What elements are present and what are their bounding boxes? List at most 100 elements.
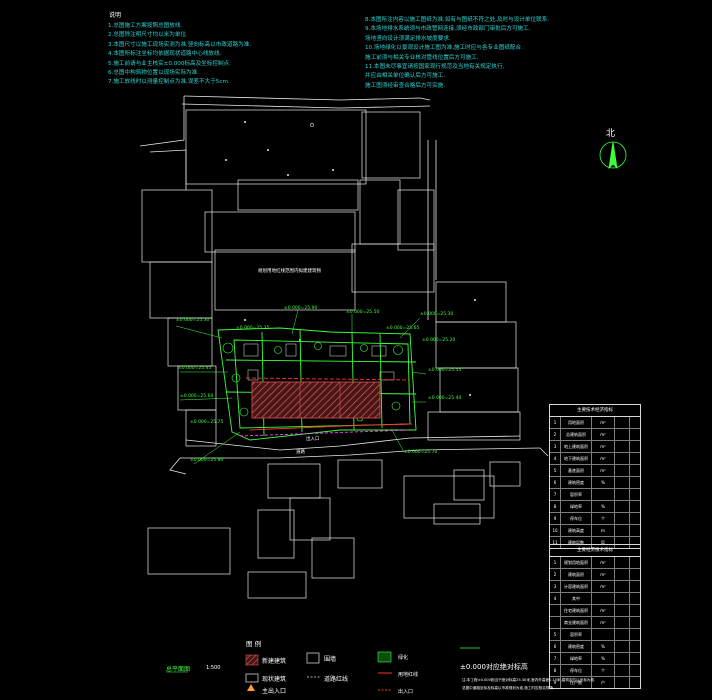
magenta-line [239,429,411,437]
table-cell: 计容建筑面积 [561,581,592,592]
table-cell: 建筑面积 [561,569,592,580]
road-line [139,96,185,147]
legend-title: 图 例 [246,640,262,648]
table-cell: 容积率 [561,629,592,640]
table-cell: % [592,501,615,512]
table-cell: 个 [592,665,615,676]
context-roads [139,95,549,475]
table-cell [630,429,640,440]
legend-swatches [166,647,480,691]
table-cell: m² [592,417,615,428]
table-cell: 1 [550,557,561,568]
table-cell: 基底面积 [561,465,592,476]
left-line: 3.本图尺寸以施工现场实测为准,竖向标高以市政道路为准. [108,41,252,48]
table-cell: 停车位 [561,665,592,676]
table-cell [615,501,630,512]
marker [287,174,289,176]
table-cell: 停车位 [561,513,592,524]
table-cell [615,525,630,536]
left-line: 6.总图中构筑物位置以现场实际为准. [108,69,200,76]
tree [222,342,234,354]
left-line: 2.总图除注明尺寸均以米为单位. [108,32,188,39]
tree [314,342,322,350]
table-cell [592,629,615,640]
legend-item-new-building: 新建建筑 [262,658,287,665]
table-top-title: 主要技术经济指标 [550,405,640,417]
table-cell [630,641,640,652]
elevation-label: ±0.000=25.60 [180,394,214,399]
table-cell: 规划用地面积 [561,557,592,568]
legend-swatch-green [377,651,392,663]
table-cell [615,441,630,452]
table-cell [615,569,630,580]
existing-block [453,469,485,501]
existing-block [149,261,213,319]
scale-label: 总平面图 [166,666,191,673]
table-cell [630,417,640,428]
fixture [247,369,259,381]
existing-block [361,111,421,179]
leader [399,317,421,339]
table-bottom-title: 主要经济技术指标 [550,545,640,557]
marker [244,121,246,123]
table-cell: 用地面积 [561,417,592,428]
table-cell: 绿地率 [561,501,592,512]
table-cell [630,629,640,640]
red-lines [239,377,413,437]
gate-label: 出入口 [306,437,320,442]
site-outline [217,327,417,441]
table-cell: 8 [550,501,561,512]
table-cell: 其中 [561,593,592,604]
notes-left: 1.总图施工方案按照总图放线.2.总图除注明尺寸均以米为单位.3.本图尺寸以施工… [108,22,251,88]
north-label: 北 [606,129,616,139]
table-cell [630,525,640,536]
table-cell [615,665,630,676]
existing-block [141,189,213,263]
table-cell: 3 [550,581,561,592]
legend-entrance-icon [247,684,255,691]
table-cell: 个 [592,513,615,524]
elevation-label: ±0.000=25.20 [422,338,456,343]
right-line: 8.本图所注内容以施工图纸为准,如有与图纸不符之处,及时与设计单位联系. [365,17,550,23]
table-cell [615,429,630,440]
legend-item-road: 道路红线 [324,676,349,683]
table-cell: m² [592,465,615,476]
existing-block [427,411,521,441]
existing-block [289,497,331,541]
table-cell [615,417,630,428]
table-cell: 10 [550,525,561,536]
table-cell [615,605,630,616]
tree [231,373,241,383]
table-cell: 住宅建筑面积 [561,605,592,616]
table-cell [550,605,561,616]
table-cell [615,617,630,628]
existing-block [311,537,355,579]
existing-block [185,409,217,447]
road-line [183,95,431,101]
table-cell: m² [592,441,615,452]
table-cell: % [592,641,615,652]
table-cell: 11 [550,537,561,548]
legend-item-existing: 现状建筑 [262,676,287,683]
table-cell: 1 [550,417,561,428]
road-line [185,435,521,451]
road-line [180,447,541,459]
leader [175,325,223,339]
table-cell: 总建筑面积 [561,429,592,440]
existing-block [435,321,517,369]
table-cell [630,501,640,512]
footnote-2: 总图中道路坐标及标高以市政规划为准,施工时应核实现场. [462,686,555,690]
right-line: 场地竖向设计须满足排水坡度要求. [365,35,451,42]
table-cell: 6 [550,641,561,652]
